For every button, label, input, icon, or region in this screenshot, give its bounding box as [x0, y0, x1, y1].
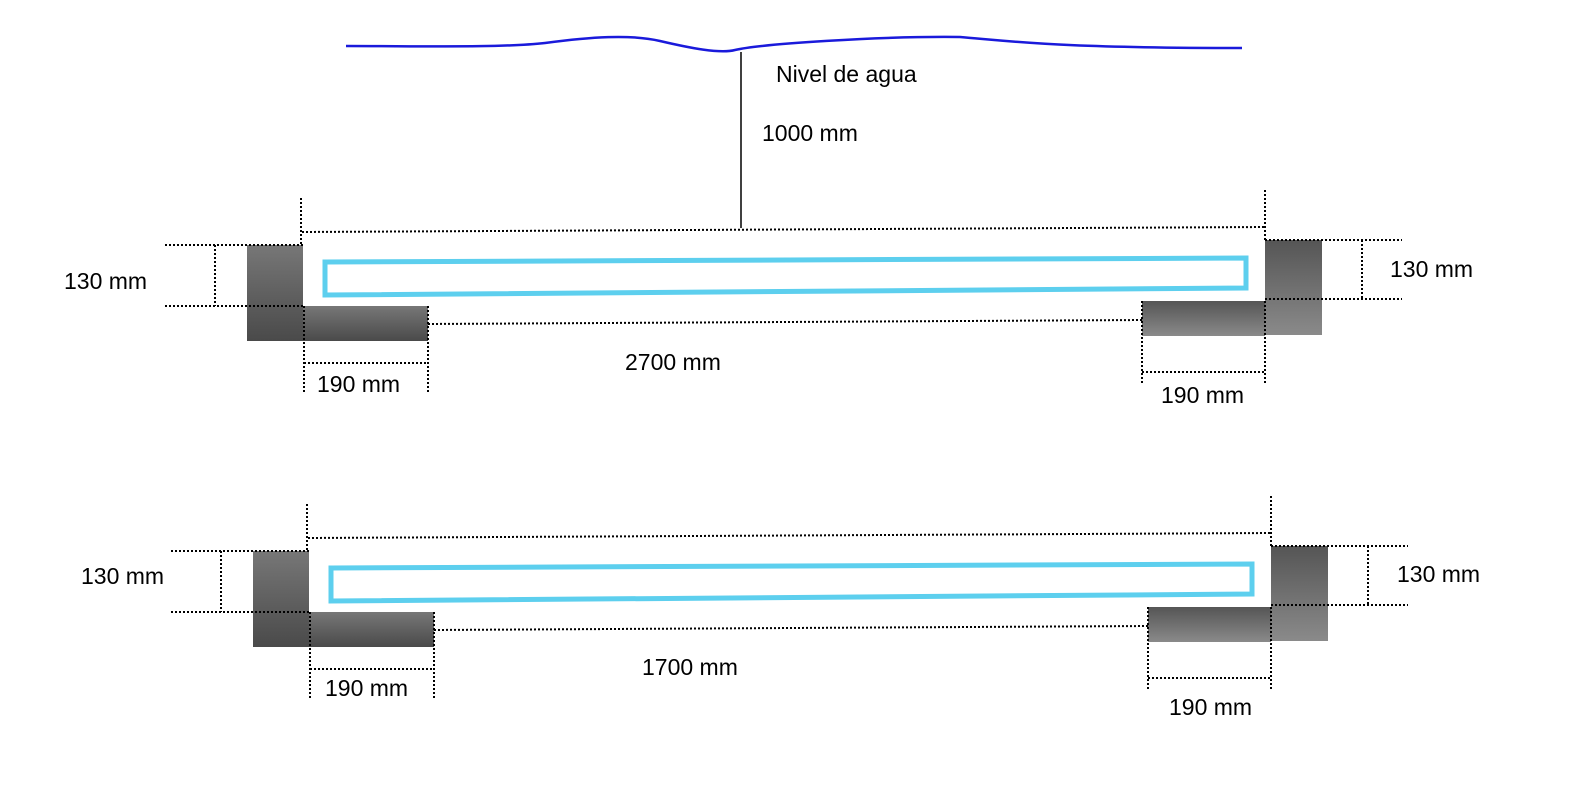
water-level-line [345, 35, 1243, 53]
left-support-base [303, 306, 428, 341]
diagram-2: 130 mm 130 mm 1700 mm 190 mm 190 mm [81, 496, 1480, 720]
left-support-base [309, 612, 434, 647]
support-right-label: 190 mm [1161, 382, 1244, 408]
beam [328, 561, 1255, 604]
span-label: 1700 mm [642, 654, 738, 680]
right-support-base [1148, 607, 1271, 642]
left-support [253, 551, 309, 647]
span-label: 2700 mm [625, 349, 721, 375]
right-support [1265, 240, 1322, 335]
right-support [1271, 546, 1328, 641]
height-left-label: 130 mm [81, 563, 164, 589]
support-left-label: 190 mm [325, 675, 408, 701]
right-support-base [1142, 301, 1265, 336]
height-right-label: 130 mm [1390, 256, 1473, 282]
water-level-label: Nivel de agua [776, 61, 917, 87]
beam [322, 255, 1249, 298]
height-left-label: 130 mm [64, 268, 147, 294]
diagram-1: 130 mm 130 mm 2700 mm 190 mm 190 mm [64, 190, 1473, 408]
height-right-label: 130 mm [1397, 561, 1480, 587]
support-right-label: 190 mm [1169, 694, 1252, 720]
support-left-label: 190 mm [317, 371, 400, 397]
left-support [247, 245, 303, 341]
depth-label: 1000 mm [762, 120, 858, 146]
